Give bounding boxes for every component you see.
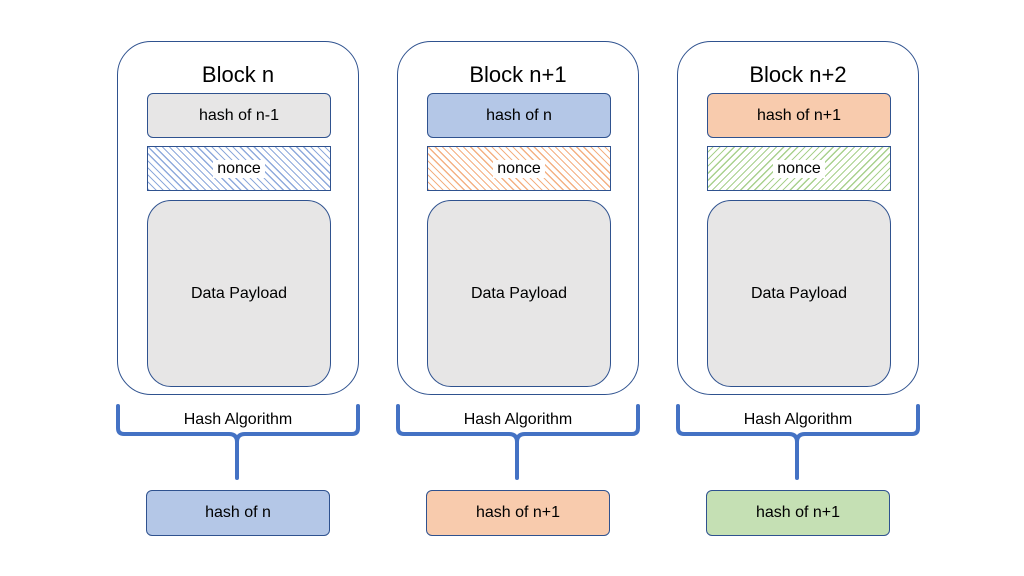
output-hash-block-n-plus-2: hash of n+1: [706, 490, 890, 536]
nonce-label: nonce: [773, 159, 825, 178]
block-title: Block n+2: [749, 62, 847, 87]
output-hash-block-n: hash of n: [146, 490, 330, 536]
block-n-plus-2: Block n+2 hash of n+1 nonce Data Payload: [677, 41, 919, 395]
previous-hash-label: hash of n-1: [198, 106, 280, 124]
data-payload-label: Data Payload: [190, 284, 288, 302]
previous-hash-field: hash of n: [427, 93, 611, 138]
nonce-field: nonce: [147, 146, 331, 191]
data-payload-field: Data Payload: [147, 200, 331, 387]
hash-algorithm-label: Hash Algorithm: [183, 411, 293, 428]
output-hash-label: hash of n+1: [475, 504, 561, 521]
block-title: Block n+1: [469, 62, 567, 87]
hash-algorithm-label: Hash Algorithm: [463, 411, 573, 428]
previous-hash-field: hash of n+1: [707, 93, 891, 138]
data-payload-field: Data Payload: [707, 200, 891, 387]
previous-hash-label: hash of n: [486, 106, 552, 124]
previous-hash-field: hash of n-1: [147, 93, 331, 138]
output-hash-label: hash of n+1: [755, 504, 841, 521]
block-title: Block n: [201, 62, 275, 87]
data-payload-label: Data Payload: [750, 284, 848, 302]
nonce-label: nonce: [493, 159, 545, 178]
nonce-label: nonce: [213, 159, 265, 178]
data-payload-label: Data Payload: [470, 284, 568, 302]
output-hash-block-n-plus-1: hash of n+1: [426, 490, 610, 536]
output-hash-label: hash of n: [205, 504, 271, 521]
data-payload-field: Data Payload: [427, 200, 611, 387]
previous-hash-label: hash of n+1: [756, 106, 842, 124]
nonce-field: nonce: [707, 146, 891, 191]
block-n: Block n hash of n-1 nonce Data Payload: [117, 41, 359, 395]
nonce-field: nonce: [427, 146, 611, 191]
hash-algorithm-label: Hash Algorithm: [743, 411, 853, 428]
block-n-plus-1: Block n+1 hash of n nonce Data Payload: [397, 41, 639, 395]
